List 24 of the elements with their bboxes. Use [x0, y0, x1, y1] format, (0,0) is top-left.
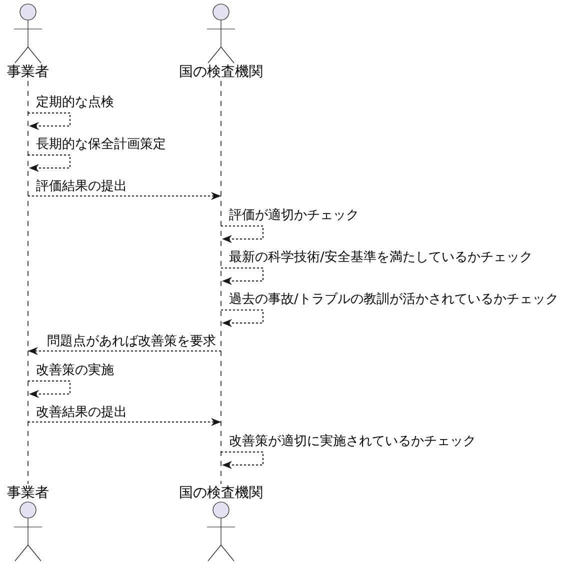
message-label: 過去の事故/トラブルの教訓が活かされているかチェック [229, 292, 558, 308]
self-message-arrow [28, 154, 70, 172]
message-label: 評価結果の提出 [36, 179, 127, 195]
message-label: 問題点があれば改善策を要求 [47, 334, 216, 350]
message-label: 評価が適切かチェック [229, 208, 359, 224]
message-label: 最新の科学技術/安全基準を満たしているかチェック [229, 250, 532, 266]
message-arrow [28, 347, 222, 355]
message-arrow [28, 418, 222, 426]
actor-name: 事業者 [7, 64, 49, 80]
self-message-arrow [28, 112, 70, 130]
self-message-arrow [220, 310, 264, 327]
message-arrow [28, 192, 222, 200]
self-message-arrow [28, 380, 70, 398]
message-label: 改善策が適切に実施されているかチェック [229, 434, 476, 450]
self-message-arrow [220, 268, 264, 285]
self-message-arrow [220, 452, 264, 469]
actor-name: 事業者 [7, 485, 49, 501]
actor-name: 国の検査機関 [179, 485, 263, 501]
message-label: 改善策の実施 [36, 363, 114, 379]
message-label: 改善結果の提出 [36, 405, 127, 421]
message-label: 定期的な点検 [36, 95, 114, 111]
message-label: 長期的な保全計画策定 [36, 137, 166, 153]
actor-name: 国の検査機関 [179, 64, 263, 80]
self-message-arrow [220, 226, 264, 243]
